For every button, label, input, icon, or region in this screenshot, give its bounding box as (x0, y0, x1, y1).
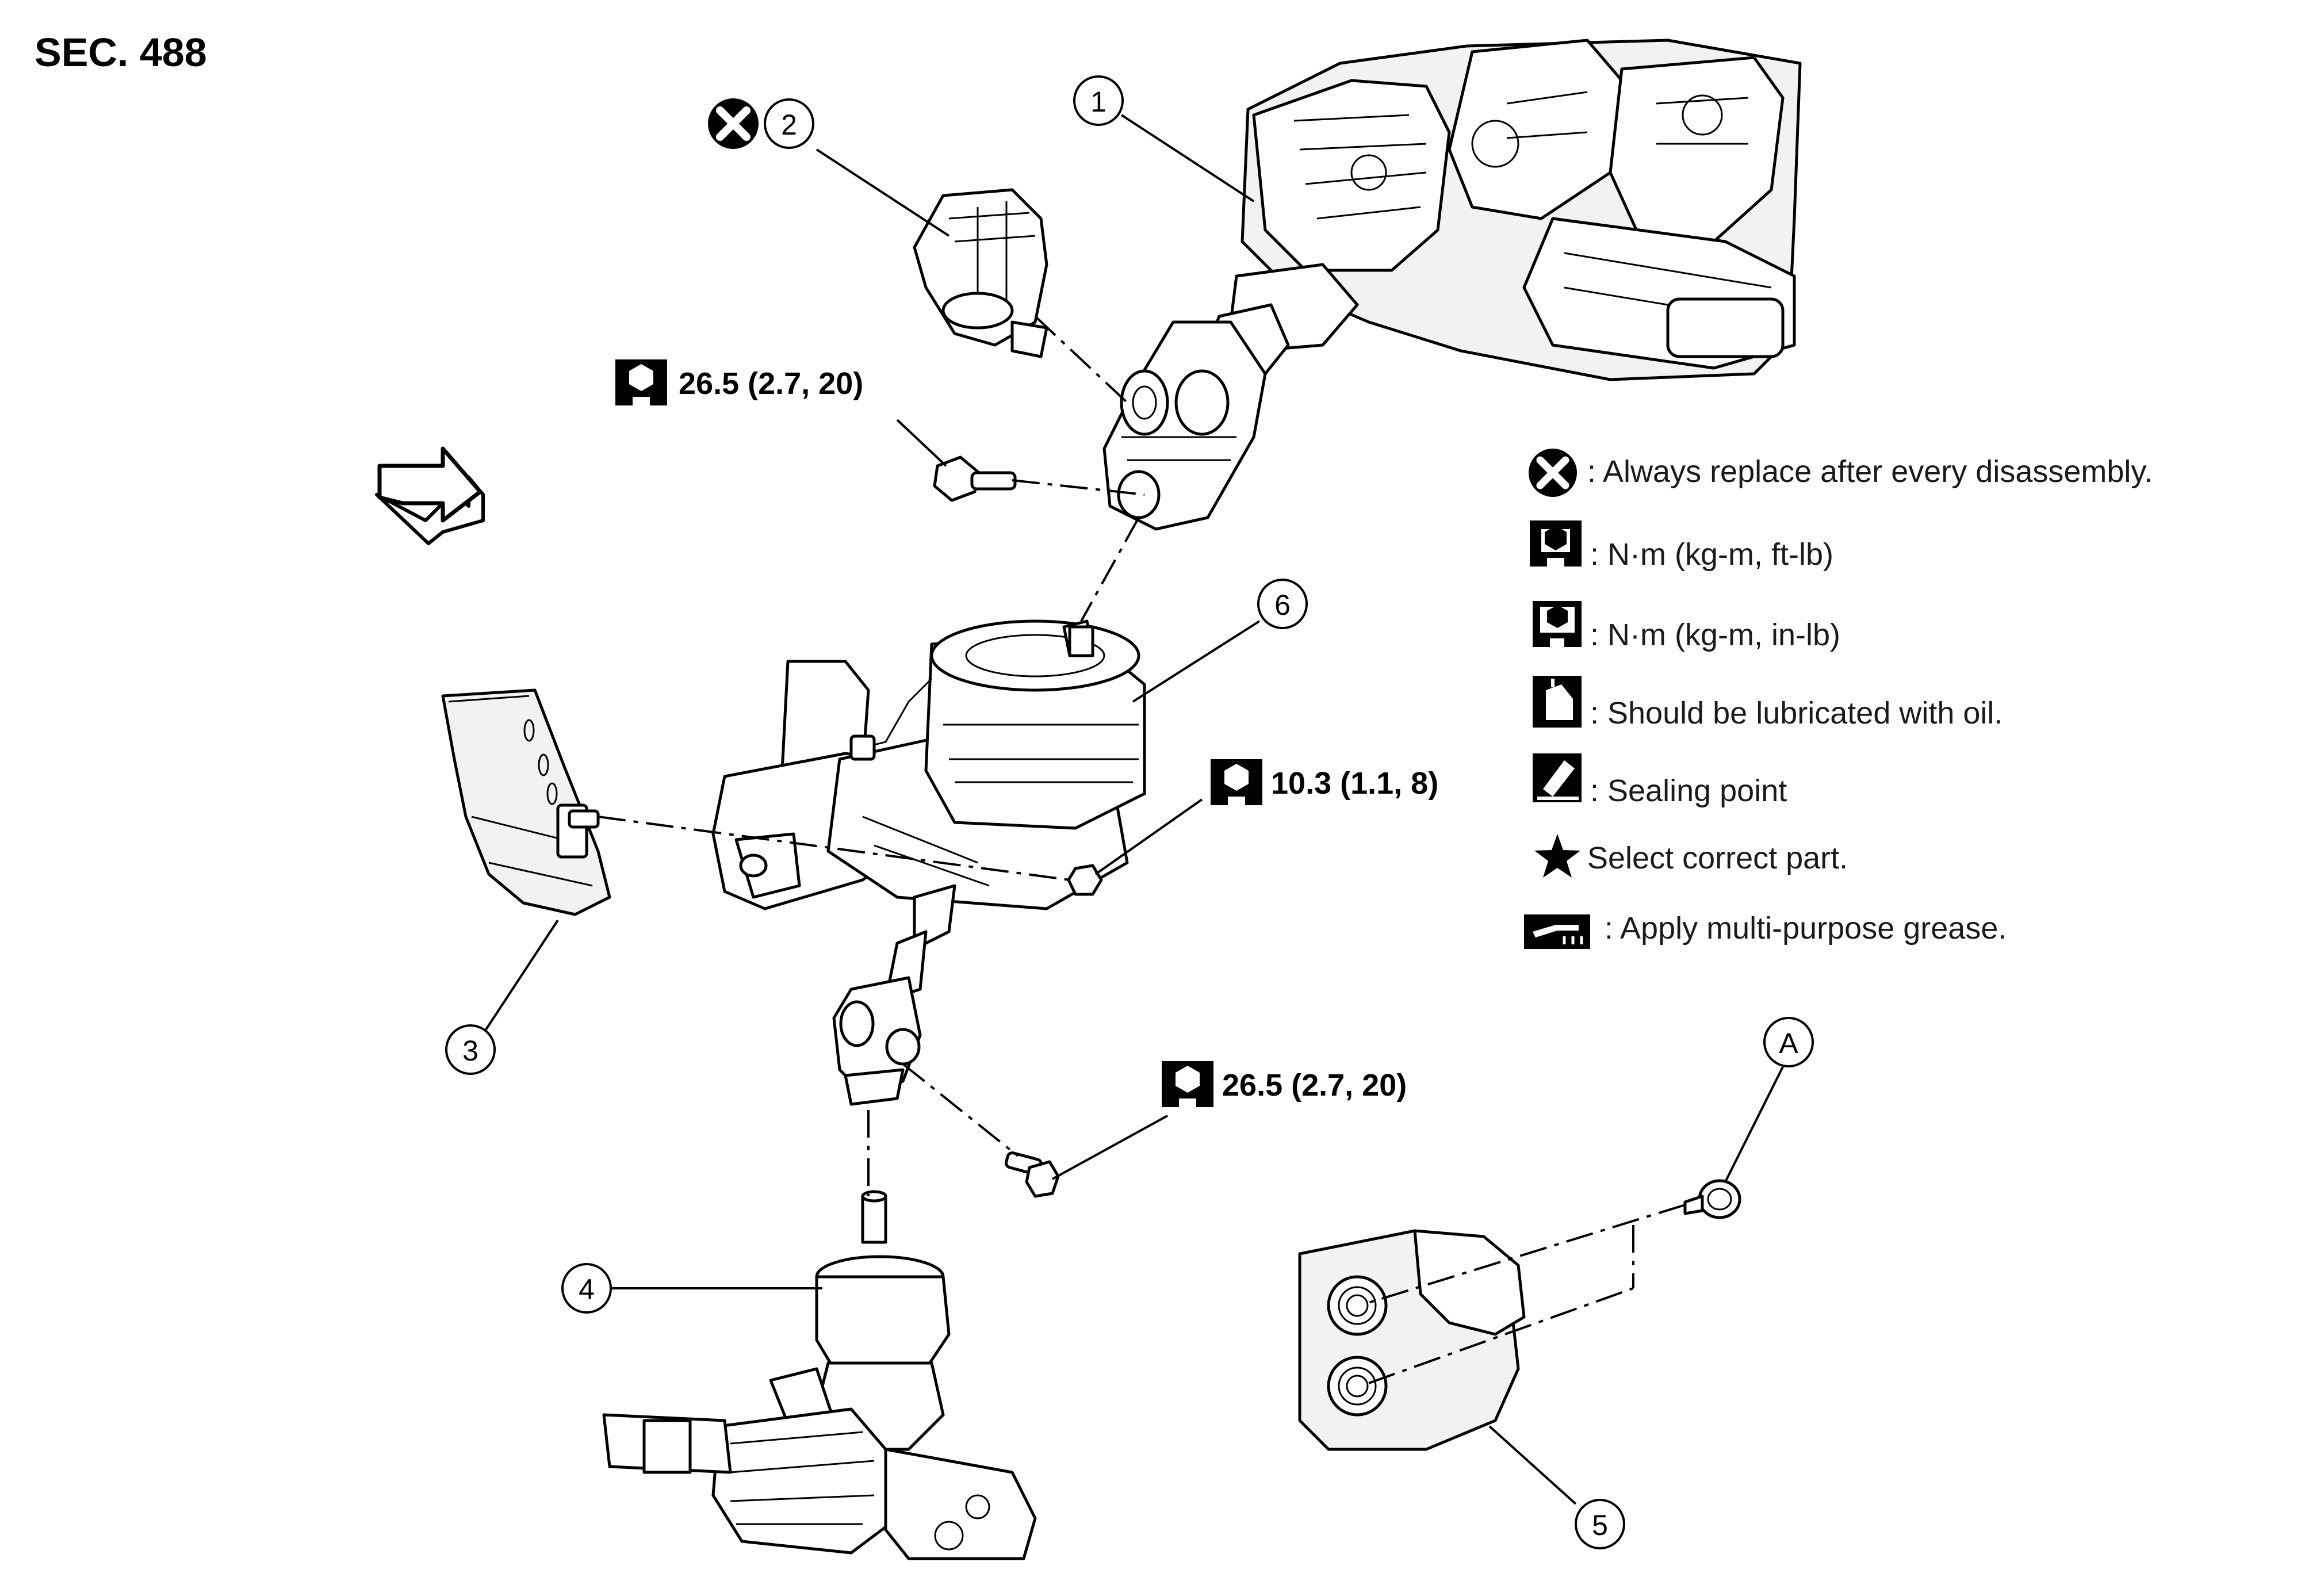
column-clip (913, 188, 1048, 358)
svg-text:26.5 (2.7, 20): 26.5 (2.7, 20) (1222, 1068, 1407, 1103)
legend-nm-inlb: : N·m (kg-m, in-lb) (1533, 601, 1840, 652)
callout-3: 3 (445, 919, 559, 1075)
svg-text:6: 6 (1274, 589, 1291, 621)
upper-bolt (933, 456, 1017, 502)
svg-text:A: A (1779, 1027, 1798, 1059)
callout-5: 5 (1488, 1425, 1625, 1549)
svg-text:2: 2 (781, 109, 797, 141)
callout-4: 4 (561, 1263, 822, 1314)
svg-text:: Apply multi-purpose grease.: : Apply multi-purpose grease. (1605, 911, 2007, 946)
svg-text:1: 1 (1090, 86, 1107, 118)
oil-can-icon (1533, 676, 1582, 728)
upper-universal-joint (1102, 320, 1267, 531)
legend-oil: : Should be lubricated with oil. (1533, 676, 2003, 730)
svg-text:: Sealing point: : Sealing point (1590, 774, 1787, 808)
svg-text:: Should be lubricated with oi: : Should be lubricated with oil. (1590, 696, 2003, 730)
legend-replace: : Always replace after every disassembly… (1529, 449, 2153, 497)
x-circle-icon (708, 98, 759, 149)
star-icon (1534, 834, 1580, 878)
svg-text:Select correct part.: Select correct part. (1587, 841, 1848, 875)
legend-sealing: : Sealing point (1533, 753, 1787, 808)
grease-gun-icon (1524, 914, 1590, 949)
svg-text:10.3 (1.1, 8): 10.3 (1.1, 8) (1271, 766, 1438, 801)
clip-a (1683, 1179, 1741, 1219)
svg-text:26.5 (2.7, 20): 26.5 (2.7, 20) (679, 366, 863, 401)
svg-text:: N·m (kg-m, ft-lb): : N·m (kg-m, ft-lb) (1590, 537, 1833, 572)
svg-text:3: 3 (462, 1035, 478, 1067)
svg-text:: N·m (kg-m, in-lb): : N·m (kg-m, in-lb) (1590, 618, 1840, 652)
callout-2: 2 (764, 98, 950, 237)
torque-wrench-icon (615, 359, 667, 405)
front-arrow-icon (375, 446, 485, 545)
mounting-nut (1067, 864, 1103, 896)
lower-bolt (1004, 1151, 1060, 1198)
x-circle-icon (1529, 449, 1577, 497)
legend-grease: : Apply multi-purpose grease. (1524, 911, 2007, 949)
dash-panel-bracket (441, 688, 611, 916)
callout-6: 6 (1132, 579, 1308, 703)
svg-text:5: 5 (1592, 1509, 1608, 1541)
torque-wrench-filled-icon (1533, 601, 1582, 647)
assembly-lines (598, 315, 1686, 1384)
torque-wrench-icon (1530, 520, 1582, 567)
legend: : Always replace after every disassembly… (1524, 449, 2153, 949)
svg-text:: Always replace after every d: : Always replace after every disassembly… (1587, 454, 2153, 489)
eps-motor-assembly (711, 619, 1146, 910)
torque-lower-bolt: 26.5 (2.7, 20) (1052, 1061, 1407, 1180)
steering-column-assembly (1206, 39, 1802, 381)
torque-wrench-icon (1162, 1061, 1213, 1107)
hole-cover-panel (1298, 1229, 1526, 1451)
sealant-icon (1533, 753, 1582, 802)
torque-upper-bolt: 26.5 (2.7, 20) (615, 359, 947, 467)
svg-text:4: 4 (579, 1273, 595, 1306)
steering-gear-assembly (602, 1190, 1037, 1560)
torque-wrench-icon (1211, 759, 1262, 805)
section-label: SEC. 488 (35, 30, 207, 75)
callout-a: A (1724, 1017, 1814, 1182)
legend-select: Select correct part. (1534, 834, 1848, 878)
callout-1: 1 (1073, 75, 1255, 202)
intermediate-shaft (832, 884, 956, 1106)
torque-nut: 10.3 (1.1, 8) (1094, 759, 1438, 875)
legend-nm-ftlb: : N·m (kg-m, ft-lb) (1530, 520, 1833, 572)
